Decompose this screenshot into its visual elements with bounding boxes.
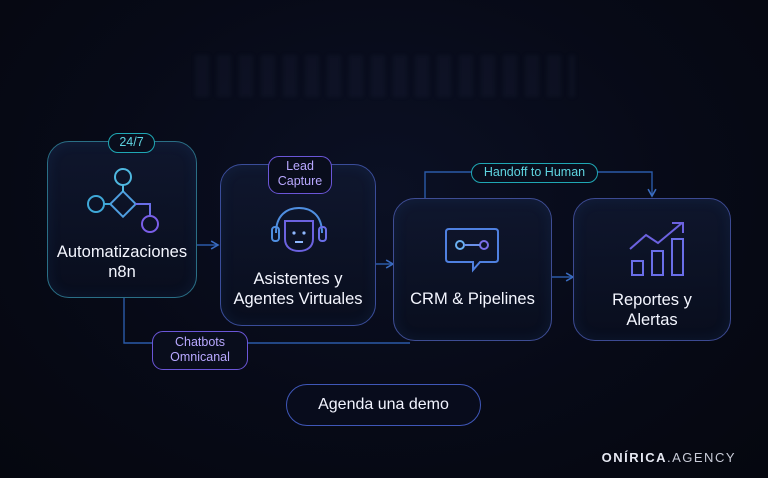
handoff-to-human-label: Handoff to Human xyxy=(471,163,598,183)
brand-name-light: .AGENCY xyxy=(666,450,736,465)
chatbots-connector xyxy=(123,298,410,344)
node-automatizaciones[interactable]: Automatizaciones n8n xyxy=(47,141,197,298)
node-title: Asistentes y Agentes Virtuales xyxy=(233,270,363,308)
agent-headset-icon xyxy=(271,206,327,253)
growth-chart-icon xyxy=(629,222,684,276)
node-title: CRM & Pipelines xyxy=(410,290,535,308)
brand-name-bold: ONÍRICA xyxy=(601,450,667,465)
pipeline-chat-icon xyxy=(445,228,499,273)
node-title: Reportes y Alertas xyxy=(612,291,692,329)
badge-lead-capture: Lead Capture xyxy=(268,156,332,194)
brand-logo: ONÍRICA.AGENCY xyxy=(602,450,736,465)
node-crm[interactable]: CRM & Pipelines xyxy=(393,198,552,341)
workflow-icon xyxy=(87,168,159,233)
node-title: Automatizaciones n8n xyxy=(56,243,188,281)
chatbots-omnicanal-label: Chatbots Omnicanal xyxy=(152,331,248,370)
badge-24-7: 24/7 xyxy=(108,133,155,153)
node-reportes[interactable]: Reportes y Alertas xyxy=(573,198,731,341)
faded-background-text xyxy=(195,55,575,97)
agenda-demo-button[interactable]: Agenda una demo xyxy=(286,384,481,426)
